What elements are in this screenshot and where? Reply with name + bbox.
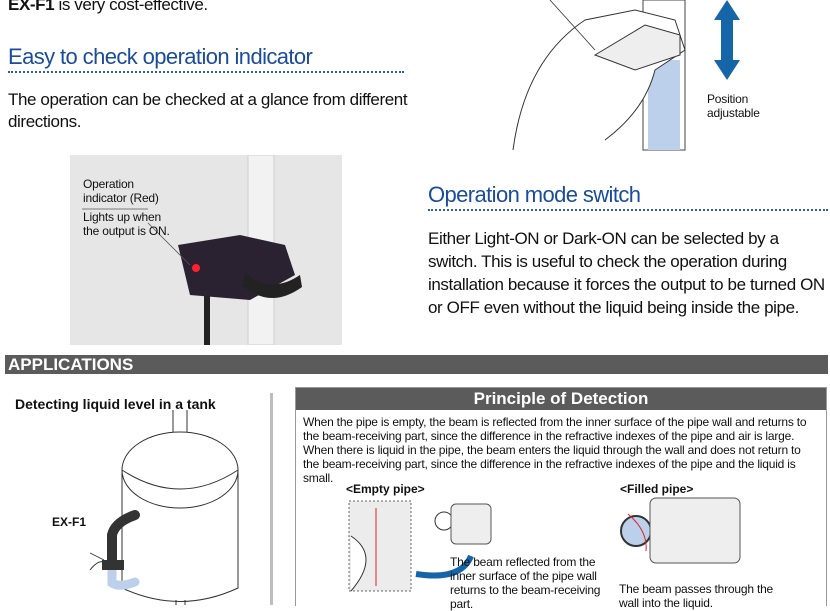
up-down-arrow-icon (714, 0, 740, 80)
principle-box: Principle of Detection When the pipe is … (295, 387, 827, 611)
hand-mounting-illustration (512, 0, 740, 151)
filled-pipe-caption: The beam passes through the wall into th… (619, 582, 774, 610)
indicator-note: Lights up when the output is ON. (83, 210, 170, 238)
empty-pipe-caption: The beam reflected from the inner surfac… (450, 555, 601, 611)
indicator-heading: Easy to check operation indicator (8, 44, 313, 69)
empty-pipe-label: <Empty pipe> (346, 482, 425, 496)
intro-text: EX-F1 is very cost-effective. (8, 0, 208, 16)
filled-pipe-label: <Filled pipe> (620, 482, 694, 496)
mode-heading: Operation mode switch (428, 182, 641, 207)
applications-bar: APPLICATIONS (5, 355, 828, 374)
mounting-figure: Position adjustable (495, 0, 765, 152)
principle-body: When the pipe is empty, the beam is refl… (303, 415, 807, 485)
principle-title: Principle of Detection (296, 388, 826, 410)
divider (270, 393, 273, 605)
tank-illustration (89, 410, 239, 605)
divider (8, 71, 404, 73)
sensor-photo-illustration (82, 155, 302, 345)
indicator-photo: Operation indicator (Red) Lights up when… (70, 155, 342, 345)
intro-rest: is very cost-effective. (54, 0, 209, 14)
mode-body: Either Light-ON or Dark-ON can be select… (428, 229, 825, 317)
divider (428, 209, 828, 211)
filled-pipe-illustration (620, 497, 741, 564)
sensor-label: EX-F1 (52, 515, 87, 529)
example-title: Detecting liquid level in a tank (15, 396, 216, 412)
position-label: Position adjustable (707, 92, 760, 120)
product-name: EX-F1 (8, 0, 55, 14)
indicator-label: Operation indicator (Red) (83, 177, 159, 205)
empty-pipe-illustration (348, 500, 492, 592)
indicator-body: The operation can be checked at a glance… (8, 90, 408, 131)
